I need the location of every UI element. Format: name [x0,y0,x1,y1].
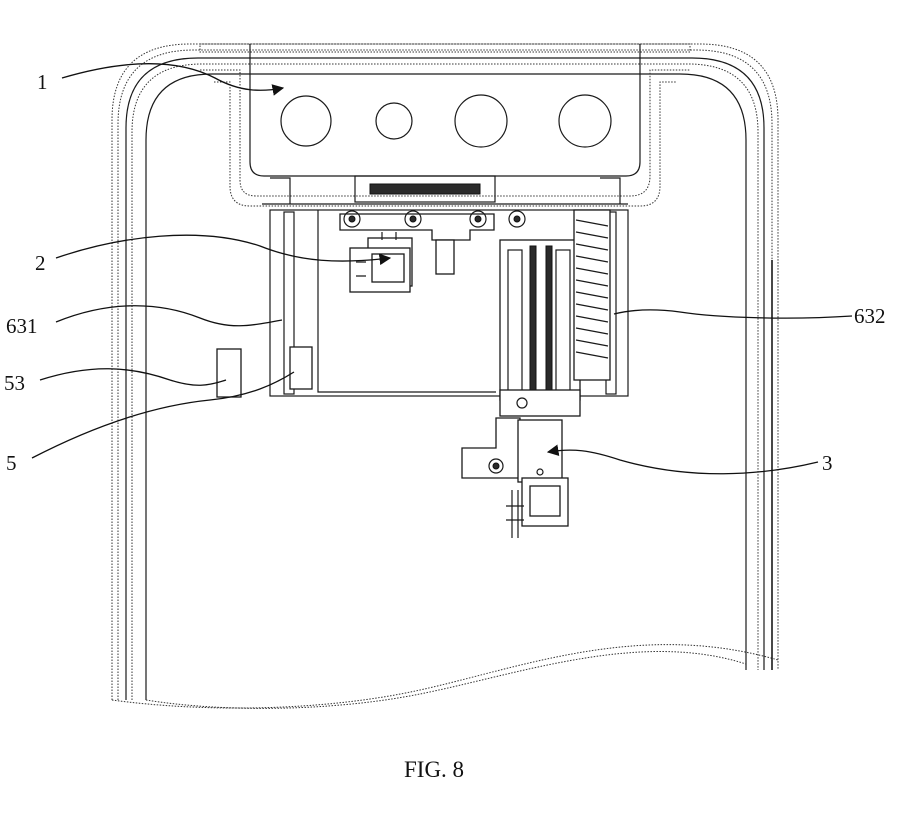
label-1: 1 [37,70,48,94]
opening-circle [558,94,612,148]
label-631: 631 [6,314,38,338]
leader-lines [31,63,853,475]
component-5 [289,346,313,390]
actuator-3 [461,417,569,538]
opening-circle [454,94,508,148]
opening-circle [280,95,332,147]
component-53 [216,348,242,398]
top-bracket [339,210,526,275]
label-5: 5 [6,451,17,475]
figure-caption: FIG. 8 [404,757,464,782]
rail-assembly [499,209,611,417]
gear-rack [262,175,628,205]
housing [111,43,779,709]
mounting-plate [269,209,629,397]
label-3: 3 [822,451,833,475]
label-632: 632 [854,304,886,328]
break-line [111,644,779,709]
opening-circle [375,102,413,140]
label-53: 53 [4,371,25,395]
label-2: 2 [35,251,46,275]
upper-frame [199,43,691,207]
actuator-2 [349,232,413,293]
